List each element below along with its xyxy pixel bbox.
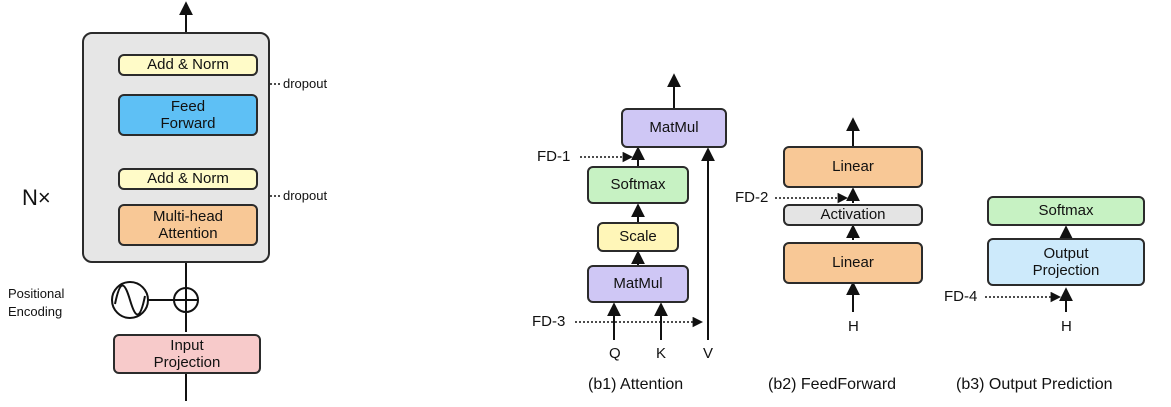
matmul-bottom-block: MatMul <box>587 265 689 303</box>
fd3-label: FD-3 <box>532 313 566 330</box>
k-label: K <box>656 345 667 362</box>
dropout-top-label: dropout <box>283 76 328 91</box>
linear-top-block: Linear <box>783 146 923 188</box>
attention-connectors <box>607 73 715 340</box>
matmul-top-block: MatMul <box>621 108 727 148</box>
feedforward-caption: (b2) FeedForward <box>768 376 897 393</box>
attention-caption: (b1) Attention <box>588 376 684 393</box>
h-label-b2: H <box>848 318 859 335</box>
h-label-b3: H <box>1061 318 1072 335</box>
scale-block: Scale <box>597 222 679 252</box>
output-projection-block: Output Projection <box>987 238 1145 286</box>
softmax-block: Softmax <box>587 166 689 204</box>
add-norm-top: Add & Norm <box>118 54 258 76</box>
output-softmax-block: Softmax <box>987 196 1145 226</box>
fd4-label: FD-4 <box>944 288 978 305</box>
multi-head-attention-block: Multi-head Attention <box>118 204 258 246</box>
activation-block: Activation <box>783 204 923 226</box>
repeat-label: N× <box>22 185 51 210</box>
positional-encoding-label: Positional Encoding <box>8 286 65 320</box>
output-caption: (b3) Output Prediction <box>956 376 1113 393</box>
add-norm-bottom: Add & Norm <box>118 168 258 190</box>
q-label: Q <box>609 345 621 362</box>
fd1-label: FD-1 <box>537 148 571 165</box>
attention-dropout-lines <box>575 151 704 328</box>
fd2-label: FD-2 <box>735 189 769 206</box>
feed-forward-block: Feed Forward <box>118 94 258 136</box>
dropout-bottom-label: dropout <box>283 188 328 203</box>
v-label: V <box>703 345 714 362</box>
input-projection-block: Input Projection <box>113 334 261 374</box>
linear-bottom-block: Linear <box>783 242 923 284</box>
